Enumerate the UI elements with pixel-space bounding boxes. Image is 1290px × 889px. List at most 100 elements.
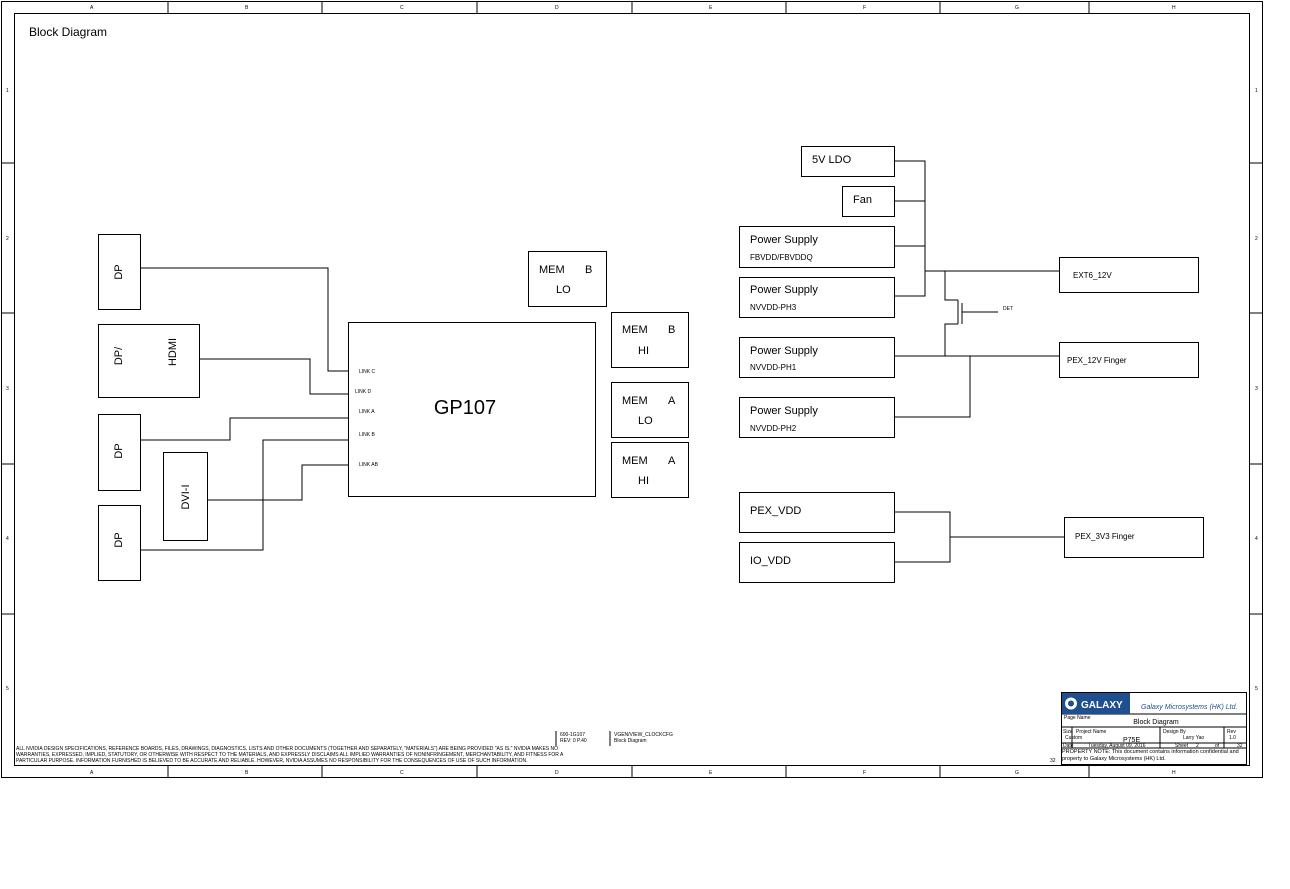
sheet-total: 32 [1237,743,1243,749]
zone-ticks [2,2,1262,777]
mem-a-hi-channel: A [668,455,676,467]
pex-vdd-label: PEX_VDD [750,505,801,517]
power-3v3-wiring [894,511,1064,563]
ref-note: 600-1G107 [560,732,585,738]
pex-12v-finger-label: PEX_12V Finger [1067,356,1127,365]
col-label: B [245,770,249,776]
sheet-of: of [1215,743,1220,749]
ps-fbvdd-rail: FBVDD/FBVDDQ [750,253,813,262]
mem-b-lo-channel: B [585,264,592,276]
power-12v-wiring [894,160,1059,418]
property-note-box: PROPERTY NOTE: This document contains in… [1062,749,1239,762]
ps-fbvdd-title: Power Supply [750,234,818,246]
col-label: C [400,5,404,11]
row-label: 5 [1255,686,1258,692]
gpu-link-ab: LINK AB [359,462,379,468]
pex-3v3-finger-label: PEX_3V3 Finger [1075,532,1135,541]
inner-frame [14,13,1250,766]
col-label: F [863,770,866,776]
ps-nvvdd-ph3-block [739,277,895,318]
legal-note-line: WARRANTIES, EXPRESSED, IMPLIED, STATUTOR… [16,752,564,758]
col-label: H [1172,5,1176,11]
dp-hdmi-label-hdmi: HDMI [167,338,179,366]
gpu-link-c: LINK C [359,369,376,375]
mem-a-lo-channel: A [668,395,676,407]
ref-note: REV: 0 P.40 [560,738,587,744]
rev-label: Rev [1227,729,1236,735]
mem-a-hi-mem: MEM [622,455,648,467]
ps-nvvdd-ph3-rail: NVVDD-PH3 [750,303,797,312]
dp-connector-2 [98,414,141,491]
ref-note: VGEN/VIEW_CLOCKCFG [614,732,673,738]
outer-frame [1,1,1263,778]
det-label: DET [1003,306,1013,312]
ps-nvvdd-ph1-title: Power Supply [750,345,818,357]
col-label: E [709,770,713,776]
row-label: 1 [1255,88,1258,94]
date-label: Date [1063,743,1074,749]
row-label: 3 [1255,386,1258,392]
ps-nvvdd-ph1-rail: NVVDD-PH1 [750,363,797,372]
ext6-12v-block [1059,257,1199,293]
page-name-label: Page Name [1064,715,1091,721]
page-reference: 32 [1050,758,1056,764]
date-value: Tuesday, August 09, 2016 [1088,743,1146,749]
row-label: 5 [6,686,9,692]
gpu-name: GP107 [434,397,496,419]
property-note: PROPERTY NOTE: This document contains in… [1062,749,1239,762]
mem-b-hi-mem: MEM [622,324,648,336]
size-label: Size [1063,729,1073,735]
ldo-5v-label: 5V LDO [812,154,852,166]
design-by-label: Design By [1163,729,1186,735]
ps-nvvdd-ph1-block [739,337,895,378]
col-label: H [1172,770,1176,776]
dp-connector-3-label: DP [113,532,125,547]
col-label: G [1015,770,1019,776]
mem-a-lo [611,382,689,438]
mem-a-hi-half: HI [638,475,649,487]
pex-12v-finger-block [1059,342,1199,378]
size-value: Custom [1065,735,1082,741]
col-label: C [400,770,404,776]
sheet-title: Block Diagram [29,25,107,39]
legal-note-line: ALL NVIDIA DESIGN SPECIFICATIONS, REFERE… [16,746,558,752]
row-label: 4 [6,536,9,542]
mem-b-hi-half: HI [638,345,649,357]
ref-note: Block Diagram [614,738,647,744]
mem-a-lo-half: LO [638,415,653,427]
ps-nvvdd-ph2-title: Power Supply [750,405,818,417]
legal-notes: ALL NVIDIA DESIGN SPECIFICATIONS, REFERE… [16,746,564,764]
mem-b-hi-channel: B [668,324,675,336]
designer: Larry Yao [1183,735,1204,741]
row-label: 2 [6,236,9,242]
mem-b-lo-mem: MEM [539,264,565,276]
page-name: Block Diagram [1133,719,1179,726]
row-label: 1 [6,88,9,94]
legal-note-line: PARTICULAR PURPOSE. INFORMATION FURNISHE… [16,758,527,764]
io-vdd-label: IO_VDD [750,555,791,567]
col-label: A [90,5,94,11]
dp-hdmi-connector [98,324,200,398]
zone-labels: A B C D E F G H A B C D E F G H 1 2 3 4 … [6,5,1258,776]
row-label: 3 [6,386,9,392]
ps-nvvdd-ph2-rail: NVVDD-PH2 [750,424,797,433]
col-label: A [90,770,94,776]
company-name: Galaxy Microsystems (HK) Ltd. [1141,704,1238,711]
sheet-label: Sheet [1175,743,1189,749]
project-label: Project Name [1076,729,1107,735]
ext6-12v-label: EXT6_12V [1073,271,1112,280]
mem-b-lo-half: LO [556,284,571,296]
project-name: P75E [1123,737,1140,744]
gpu-block [348,322,596,497]
dp-connector-1-label: DP [113,264,125,279]
galaxy-logo-bg [1062,693,1130,714]
col-label: B [245,5,249,11]
pex-3v3-finger-block [1064,517,1204,558]
row-label: 4 [1255,536,1258,542]
row-label: 2 [1255,236,1258,242]
dp-connector-3 [98,505,141,581]
ps-nvvdd-ph3-title: Power Supply [750,284,818,296]
col-label: D [555,770,559,776]
gpu-link-a: LINK A [359,409,375,415]
